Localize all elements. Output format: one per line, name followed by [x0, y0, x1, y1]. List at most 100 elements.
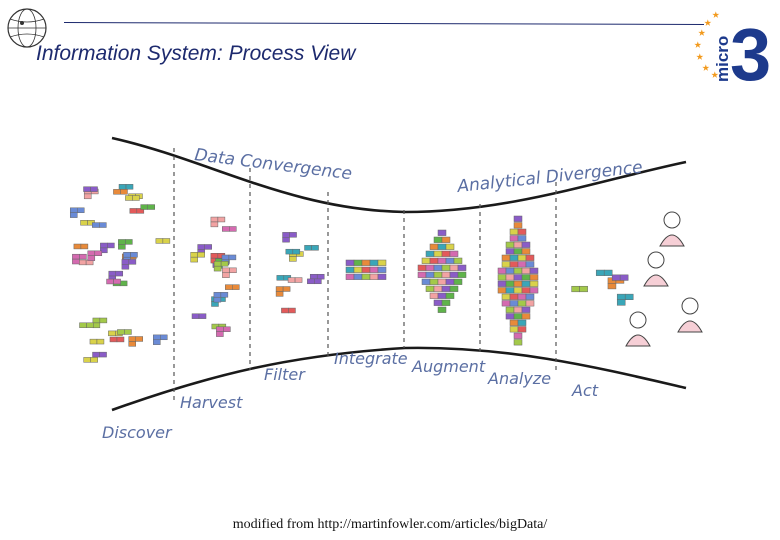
data-block [525, 293, 535, 300]
data-block [497, 280, 507, 287]
data-block [441, 285, 451, 292]
data-block [118, 244, 126, 250]
data-block [210, 221, 219, 228]
data-block [316, 273, 325, 280]
data-block [497, 267, 507, 274]
data-block [90, 186, 98, 192]
data-block [353, 266, 363, 273]
data-block [441, 236, 451, 243]
data-block [100, 247, 108, 254]
data-block [417, 264, 427, 271]
data-block [437, 229, 447, 236]
data-block [611, 274, 621, 281]
data-block [433, 271, 443, 278]
data-block [232, 284, 240, 290]
data-block [147, 204, 155, 210]
data-block [453, 278, 463, 285]
data-block [217, 216, 226, 223]
data-block [92, 222, 100, 228]
data-block [130, 252, 138, 258]
data-block [616, 293, 626, 300]
data-block [210, 253, 219, 259]
data-block [571, 285, 580, 293]
data-block [517, 235, 527, 242]
data-block [529, 287, 539, 294]
data-block [197, 252, 205, 258]
data-block [213, 292, 222, 298]
data-block [369, 273, 379, 280]
source-caption: modified from http://martinfowler.com/ar… [232, 517, 548, 532]
data-block [517, 293, 527, 300]
data-block [128, 259, 137, 265]
data-block [457, 264, 467, 271]
data-block [433, 264, 443, 271]
data-block [314, 278, 322, 285]
data-block [441, 299, 451, 306]
data-block [282, 237, 290, 243]
data-block [361, 259, 371, 266]
data-block [457, 271, 467, 278]
data-block [309, 273, 318, 280]
data-block [160, 334, 168, 341]
data-block [513, 280, 523, 287]
data-block [100, 242, 108, 249]
data-block [222, 267, 230, 274]
data-block [505, 241, 515, 248]
data-block [353, 259, 363, 266]
data-block [529, 267, 539, 274]
stage-label-harvest: Harvest [180, 393, 243, 412]
data-block [437, 257, 447, 264]
data-block [72, 258, 80, 265]
data-block [90, 357, 98, 363]
university-logo-icon [7, 8, 47, 48]
data-block [282, 232, 290, 238]
data-block [109, 336, 118, 343]
data-block [497, 287, 507, 294]
stage-label-integrate: Integrate [334, 349, 408, 368]
data-block [509, 254, 519, 261]
data-block [525, 261, 535, 268]
person-body [677, 320, 703, 333]
data-block [83, 186, 91, 192]
data-block [216, 331, 224, 337]
data-block [213, 261, 222, 267]
data-blocks [69, 184, 634, 363]
data-block [369, 259, 379, 266]
stage-separators [173, 148, 557, 400]
data-block [307, 278, 315, 285]
data-block [521, 280, 531, 287]
data-block [107, 242, 115, 249]
data-block [223, 326, 231, 332]
data-block [220, 292, 229, 298]
data-block [89, 338, 98, 345]
data-block [135, 336, 143, 342]
data-block [69, 207, 78, 213]
data-block [429, 292, 439, 299]
data-block [517, 261, 527, 268]
data-block [521, 287, 531, 294]
data-block [497, 274, 507, 281]
person-body [643, 274, 669, 287]
data-block [106, 278, 114, 285]
data-block [433, 236, 443, 243]
data-block [501, 254, 511, 261]
data-block [437, 306, 447, 313]
data-block [505, 287, 515, 294]
data-block [505, 280, 515, 287]
data-block [429, 257, 439, 264]
person-body [659, 234, 685, 247]
data-block [513, 306, 523, 313]
data-block [289, 256, 297, 262]
logo-number-text: 3 [730, 13, 771, 84]
data-block [513, 215, 523, 222]
data-block [79, 253, 87, 260]
data-block [72, 253, 80, 260]
data-block [421, 278, 431, 285]
data-block [525, 254, 535, 261]
data-block [287, 277, 296, 283]
data-block [213, 265, 222, 272]
data-block [153, 339, 161, 345]
stage-label-act: Act [571, 381, 599, 400]
data-block [529, 274, 539, 281]
eu-stars-icon [694, 11, 720, 78]
